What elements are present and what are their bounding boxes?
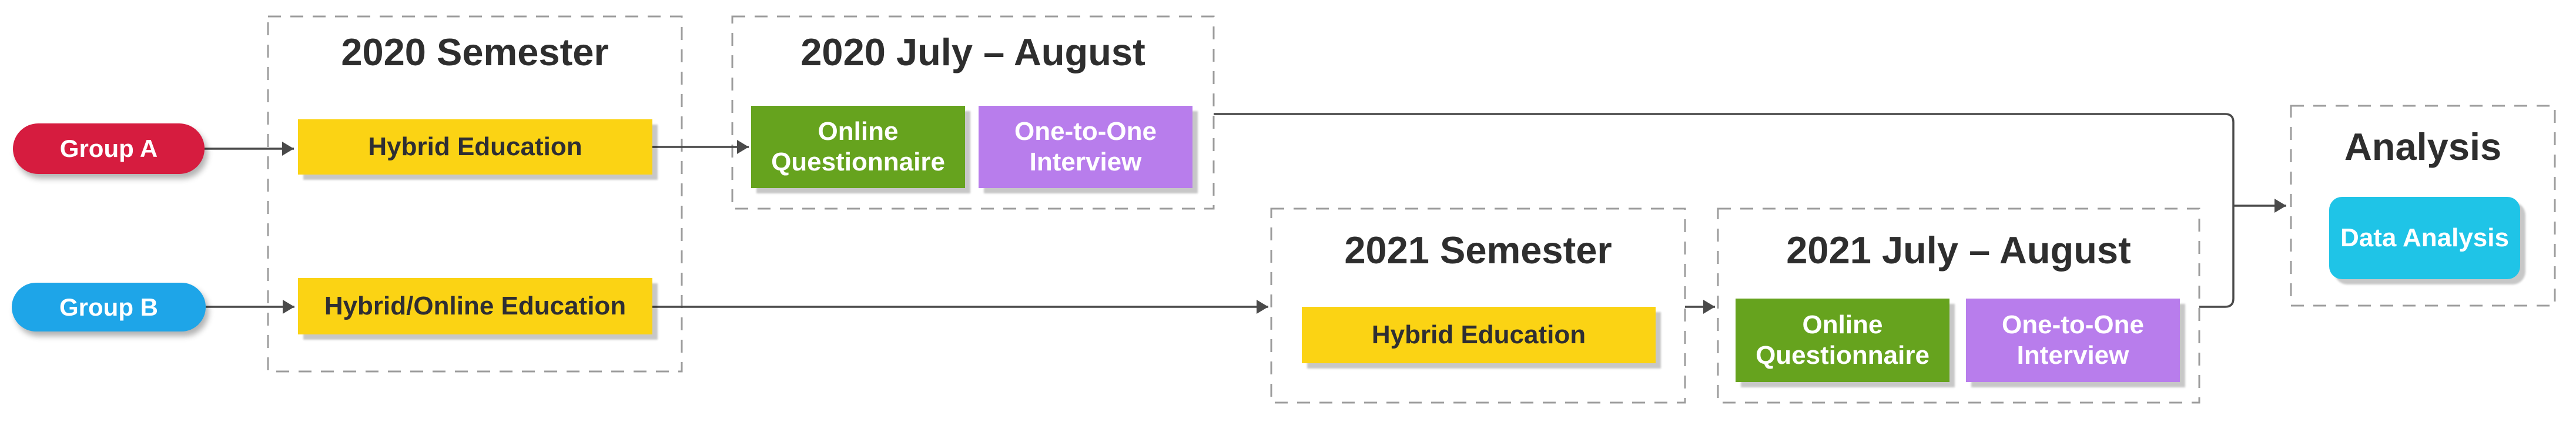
hybrid-online-education-label: Hybrid/Online Education xyxy=(324,292,627,320)
group-a-label: Group A xyxy=(59,135,158,162)
one-to-one-interview-2020-box: One-to-One Interview xyxy=(979,106,1192,188)
group-b-label: Group B xyxy=(59,293,158,321)
section-title-2021-july-august: 2021 July – August xyxy=(1786,229,2131,272)
section-title-2021-semester: 2021 Semester xyxy=(1344,229,1612,272)
one-to-one-interview-2021-label: One-to-One Interview xyxy=(2002,310,2144,370)
one-to-one-interview-2020-label: One-to-One Interview xyxy=(1014,117,1157,176)
group-a-node: Group A xyxy=(13,123,205,174)
online-questionnaire-2020-label: Online Questionnaire xyxy=(771,117,945,176)
hybrid-education-2020-label: Hybrid Education xyxy=(368,132,582,161)
online-questionnaire-2021-box: Online Questionnaire xyxy=(1736,299,1949,382)
data-analysis-box: Data Analysis xyxy=(2329,197,2520,279)
section-border-2020-semester xyxy=(267,15,683,373)
hybrid-education-2021-box: Hybrid Education xyxy=(1302,307,1656,363)
hybrid-education-2020-box: Hybrid Education xyxy=(298,119,652,175)
section-title-2020-semester: 2020 Semester xyxy=(341,31,609,73)
online-questionnaire-2020-box: Online Questionnaire xyxy=(751,106,965,188)
section-border-2020-july-august xyxy=(731,15,1215,210)
connector-merge-elbow xyxy=(1214,113,2235,308)
online-questionnaire-2021-label: Online Questionnaire xyxy=(1756,310,1930,370)
data-analysis-label: Data Analysis xyxy=(2340,223,2509,253)
section-border-2021-july-august xyxy=(1717,207,2200,404)
section-title-analysis: Analysis xyxy=(2344,125,2502,168)
section-border-analysis xyxy=(2290,105,2556,307)
section-border-2021-semester xyxy=(1270,207,1686,404)
hybrid-online-education-box: Hybrid/Online Education xyxy=(298,278,652,334)
one-to-one-interview-2021-box: One-to-One Interview xyxy=(1966,299,2180,382)
section-title-2020-july-august: 2020 July – August xyxy=(800,31,1145,73)
group-b-node: Group B xyxy=(12,283,206,331)
hybrid-education-2021-label: Hybrid Education xyxy=(1371,320,1586,349)
